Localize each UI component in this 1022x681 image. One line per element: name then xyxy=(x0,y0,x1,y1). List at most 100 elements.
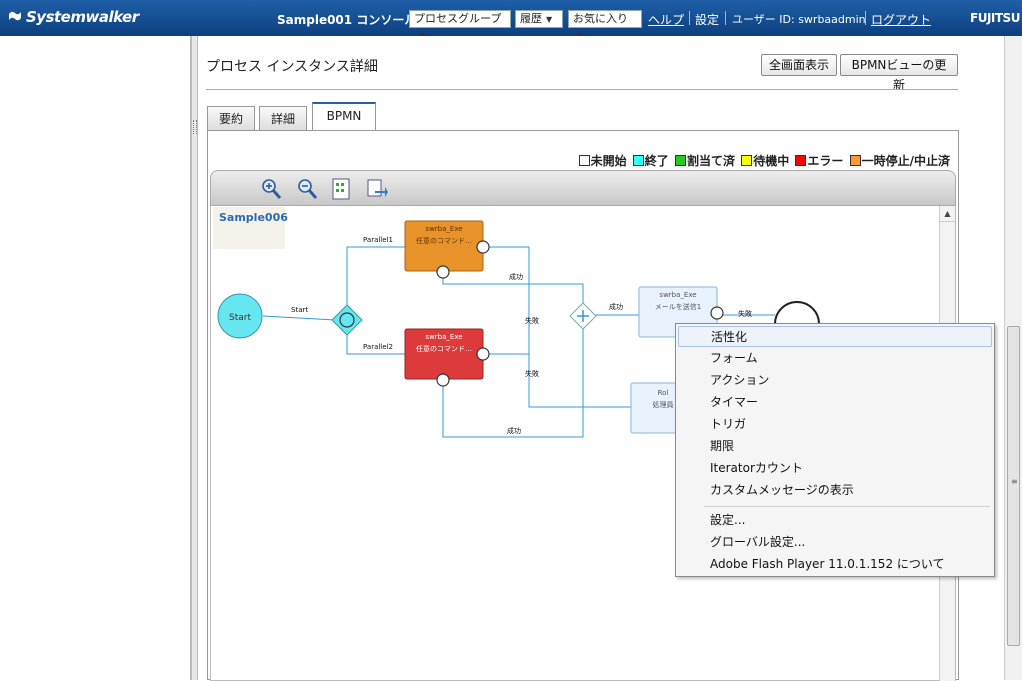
export-icon[interactable] xyxy=(365,177,389,201)
menu-item-trigger[interactable]: トリガ xyxy=(710,417,747,431)
refresh-bpmn-button[interactable]: BPMNビューの更新 xyxy=(840,54,958,92)
process-group-dropdown[interactable]: プロセスグループ▼ xyxy=(409,10,511,40)
pane-splitter[interactable] xyxy=(191,36,198,680)
fullscreen-button[interactable]: 全画面表示 xyxy=(761,54,837,76)
chevron-down-icon: ▼ xyxy=(418,28,424,44)
history-label: 履歴 xyxy=(520,12,542,25)
join-gateway[interactable] xyxy=(569,302,597,330)
favorites-label: お気に入り xyxy=(573,12,628,25)
boundary-event xyxy=(436,373,450,387)
legend-error: エラー xyxy=(795,152,843,169)
zoom-out-icon[interactable] xyxy=(295,177,319,201)
process-group-label: プロセスグループ xyxy=(414,12,502,25)
legend-label: 待機中 xyxy=(753,154,790,168)
task-type-label: swrba_Exe xyxy=(659,291,696,299)
flow-label-success3: 成功 xyxy=(609,302,623,311)
menu-item-form[interactable]: フォーム xyxy=(710,351,758,365)
legend-label: 割当て済 xyxy=(687,154,736,168)
boundary-event xyxy=(476,347,490,361)
legend-swatch xyxy=(849,155,861,166)
flow-fail1 xyxy=(489,246,631,408)
flow-start xyxy=(262,315,336,321)
legend-waiting: 待機中 xyxy=(741,152,789,169)
legend-assigned: 割当て済 xyxy=(675,152,735,169)
flow-parallel2 xyxy=(346,330,405,355)
task-command-2[interactable]: swrba_Exe 任意のコマンド… xyxy=(404,328,490,387)
boundary-event xyxy=(710,306,724,320)
scrollbar-thumb[interactable]: ≡ xyxy=(1007,326,1020,646)
legend-finished: 終了 xyxy=(632,152,669,169)
page-title: プロセス インスタンス詳細 xyxy=(206,59,378,75)
tab-summary[interactable]: 要約 xyxy=(207,106,255,130)
bpmn-toolbar xyxy=(210,170,956,206)
menu-item-about-flash[interactable]: Adobe Flash Player 11.0.1.152 について xyxy=(710,557,945,571)
menu-item-action[interactable]: アクション xyxy=(710,373,770,387)
legend-label: 未開始 xyxy=(590,154,627,168)
flow-label-success1: 成功 xyxy=(509,272,523,281)
legend-not-started: 未開始 xyxy=(578,152,627,169)
chevron-down-icon: ▼ xyxy=(577,28,583,44)
task-name-label: 任意のコマンド… xyxy=(416,344,472,353)
menu-item-iterator-count[interactable]: Iteratorカウント xyxy=(710,461,803,475)
flow-parallel1 xyxy=(346,246,405,310)
user-id-text: ユーザー ID: swrbaadmin xyxy=(732,13,866,26)
fit-to-page-icon[interactable] xyxy=(329,177,353,201)
split-gateway[interactable] xyxy=(331,304,363,336)
header-separator xyxy=(689,11,690,25)
legend-suspended: 一時停止/中止済 xyxy=(849,152,950,169)
menu-item-global-settings[interactable]: グローバル設定... xyxy=(710,535,806,549)
task-name-label: 任意のコマンド… xyxy=(416,236,472,245)
menu-item-timer[interactable]: タイマー xyxy=(710,395,759,409)
page-scrollbar[interactable]: ≡ xyxy=(1004,36,1022,680)
console-title: Sample001 コンソール xyxy=(277,13,417,27)
grip-icon: ≡ xyxy=(1011,477,1018,486)
left-navigation-pane xyxy=(0,36,191,680)
menu-separator xyxy=(704,506,990,507)
legend-swatch xyxy=(741,155,753,166)
boundary-event xyxy=(436,265,450,279)
task-command-1[interactable]: swrba_Exe 任意のコマンド… xyxy=(404,220,490,279)
scroll-up-icon[interactable]: ▲ xyxy=(940,206,955,222)
tab-bpmn[interactable]: BPMN xyxy=(312,102,376,131)
header-separator xyxy=(725,11,726,25)
flow-label-fail3: 失敗 xyxy=(738,309,752,318)
menu-item-custom-message[interactable]: カスタムメッセージの表示 xyxy=(710,483,854,497)
fujitsu-logo: FUJITSU xyxy=(970,11,1020,25)
task-name-label: メールを送信1 xyxy=(655,302,701,311)
start-event[interactable] xyxy=(217,293,263,339)
legend-swatch xyxy=(795,155,807,166)
flow-label-success2: 成功 xyxy=(507,426,521,435)
status-legend: 未開始 終了 割当て済 待機中 エラー 一時停止/中止済 xyxy=(577,152,950,169)
flow-label-parallel1: Parallel1 xyxy=(363,236,393,244)
legend-swatch xyxy=(578,155,590,166)
history-dropdown[interactable]: 履歴 ▼ xyxy=(515,10,563,28)
systemwalker-logo: Systemwalker xyxy=(8,8,139,26)
boundary-event xyxy=(476,240,490,254)
favorites-dropdown[interactable]: お気に入り▼ xyxy=(568,10,642,40)
task-name-label: 処理員 xyxy=(653,400,674,409)
logo-text: Systemwalker xyxy=(26,8,139,26)
zoom-in-icon[interactable] xyxy=(259,177,283,201)
start-event-label: Start xyxy=(229,313,251,323)
legend-swatch xyxy=(632,155,644,166)
settings-link[interactable]: 設定 xyxy=(695,13,720,27)
legend-label: 一時停止/中止済 xyxy=(861,154,950,168)
task-type-label: swrba_Exe xyxy=(425,333,462,341)
title-divider xyxy=(206,89,958,90)
header-separator xyxy=(865,11,866,25)
legend-label: エラー xyxy=(807,154,844,168)
menu-item-activate[interactable]: 活性化 xyxy=(678,326,992,347)
task-type-label: Rol xyxy=(658,389,669,397)
chevron-down-icon: ▼ xyxy=(546,15,553,24)
logo-icon xyxy=(9,11,21,21)
flow-success2 xyxy=(442,328,584,438)
app-header: Systemwalker Sample001 コンソール プロセスグループ▼ 履… xyxy=(0,0,1022,40)
menu-item-settings[interactable]: 設定... xyxy=(710,513,746,527)
menu-item-deadline[interactable]: 期限 xyxy=(710,439,735,453)
flow-label-fail1: 失敗 xyxy=(525,316,539,325)
logout-link[interactable]: ログアウト xyxy=(871,13,932,27)
legend-label: 終了 xyxy=(644,154,669,168)
tab-details[interactable]: 詳細 xyxy=(259,106,307,130)
help-link[interactable]: ヘルプ xyxy=(648,13,685,27)
flow-label-parallel2: Parallel2 xyxy=(363,343,393,351)
